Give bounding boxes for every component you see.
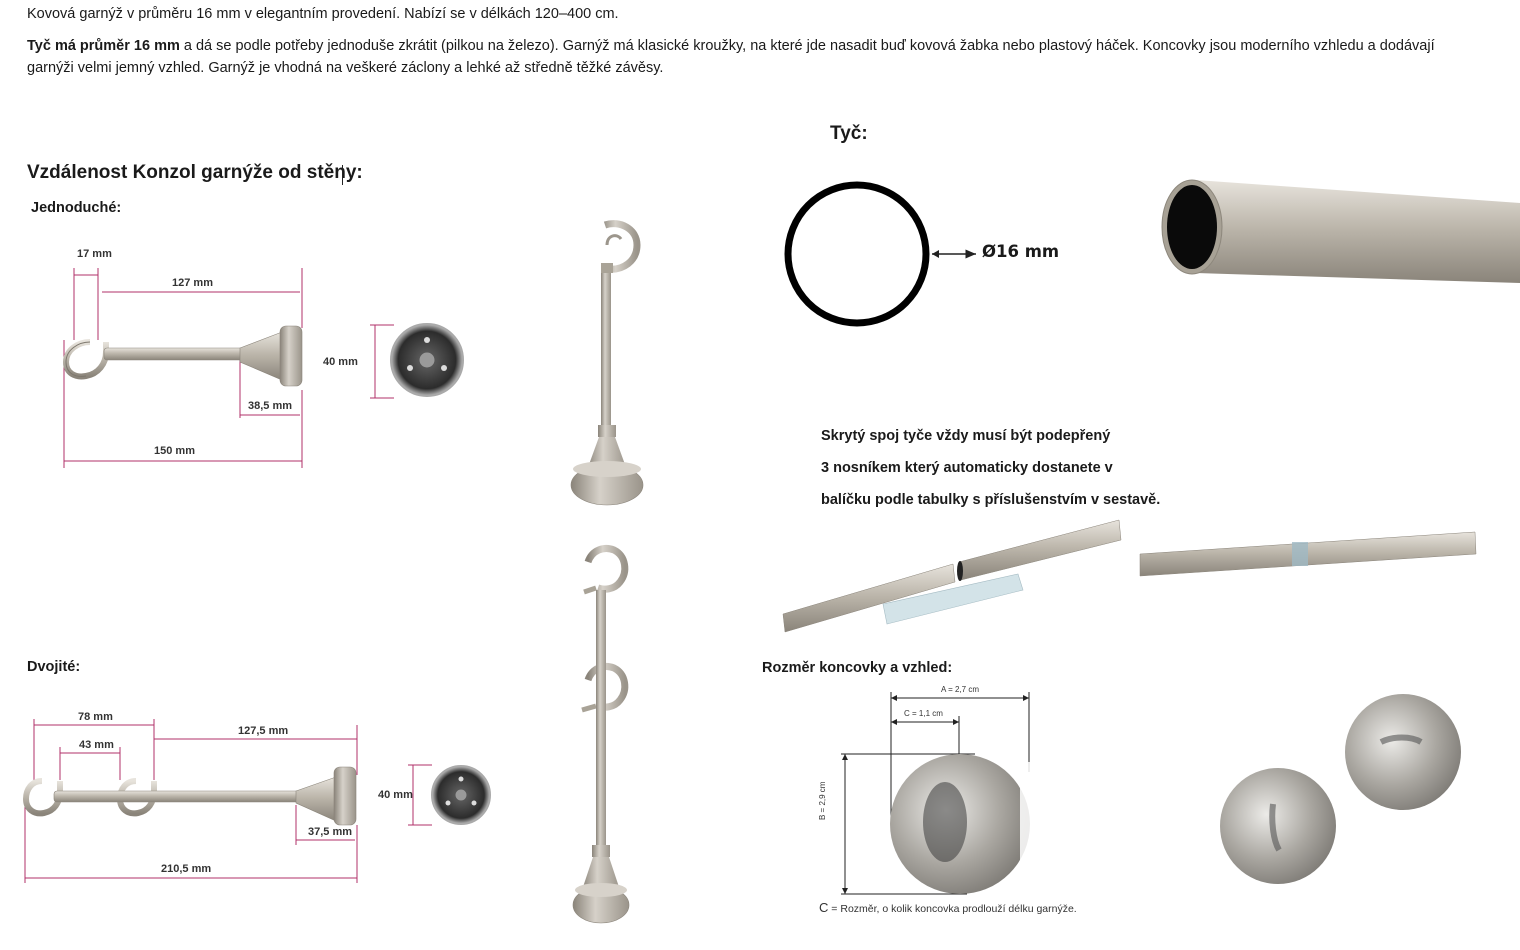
intro-line: Kovová garnýž v průměru 16 mm v elegantn… bbox=[27, 6, 619, 22]
double-bracket-diagram: 78 mm 43 mm 127,5 mm 40 mm 37,5 mm 210,5… bbox=[20, 705, 500, 910]
dim-37-5mm: 37,5 mm bbox=[308, 826, 353, 838]
intro-bold-lead: Tyč má průměr 16 mm bbox=[27, 38, 180, 54]
joint-note: Skrytý spoj tyče vždy musí být podepřený… bbox=[821, 420, 1160, 516]
dim-210-5mm: 210,5 mm bbox=[161, 863, 212, 875]
dim-127-5mm: 127,5 mm bbox=[238, 725, 289, 737]
dim-40mm-double: 40 mm bbox=[378, 789, 413, 801]
double-bracket-drawing bbox=[22, 719, 491, 883]
dim-17mm: 17 mm bbox=[77, 248, 112, 260]
dim-43mm: 43 mm bbox=[79, 739, 114, 751]
dim-150mm: 150 mm bbox=[154, 445, 195, 457]
finial-dimension-diagram: A = 2,7 cm C = 1,1 cm B = 2,9 cm bbox=[815, 682, 1085, 922]
intro-rest: a dá se podle potřeby jednoduše zkrátit … bbox=[27, 38, 1435, 76]
single-heading: Jednoduché: bbox=[31, 200, 122, 216]
finial-dim-a: A = 2,7 cm bbox=[941, 685, 980, 694]
finial-caption-text: = Rozměr, o kolik koncovka prodlouží dél… bbox=[828, 903, 1077, 915]
finial-dim-c: C = 1,1 cm bbox=[904, 709, 943, 718]
rod-diameter-diagram: Ø16 mm bbox=[780, 178, 1080, 333]
finial-dim-b: B = 2,9 cm bbox=[818, 781, 827, 820]
rod-photo bbox=[1158, 175, 1520, 290]
intro-paragraph: Tyč má průměr 16 mm a dá se podle potřeb… bbox=[27, 35, 1447, 79]
joint-note-line3: balíčku podle tabulky s příslušenstvím v… bbox=[821, 492, 1161, 508]
double-heading: Dvojité: bbox=[27, 659, 81, 675]
rod-heading: Tyč: bbox=[830, 123, 868, 144]
single-bracket-photo bbox=[565, 215, 650, 510]
single-bracket-diagram: 17 mm 127 mm 40 mm 38,5 mm 150 mm bbox=[60, 240, 470, 475]
rod-diameter-label: Ø16 mm bbox=[982, 242, 1060, 261]
finial-heading: Rozměr koncovky a vzhled: bbox=[762, 660, 953, 676]
double-bracket-photo bbox=[570, 540, 655, 930]
single-bracket-drawing bbox=[62, 268, 464, 468]
distance-heading: Vzdálenost Konzol garnýže od stěny: bbox=[27, 162, 363, 183]
joint-note-line2: 3 nosníkem který automaticky dostanete v bbox=[821, 460, 1113, 476]
joint-closed-photo bbox=[1139, 528, 1480, 588]
finial-balls-photo bbox=[1215, 690, 1465, 890]
dim-78mm: 78 mm bbox=[78, 711, 113, 723]
text-caret bbox=[342, 165, 343, 185]
joint-note-line1: Skrytý spoj tyče vždy musí být podepřený bbox=[821, 428, 1111, 444]
finial-caption-c: C bbox=[819, 900, 829, 915]
dim-127mm: 127 mm bbox=[172, 277, 213, 289]
joint-open-photo bbox=[782, 518, 1123, 633]
dim-40mm: 40 mm bbox=[323, 356, 358, 368]
finial-caption: C = Rozměr, o kolik koncovka prodlouží d… bbox=[819, 900, 1077, 915]
dim-38-5mm: 38,5 mm bbox=[248, 400, 293, 412]
